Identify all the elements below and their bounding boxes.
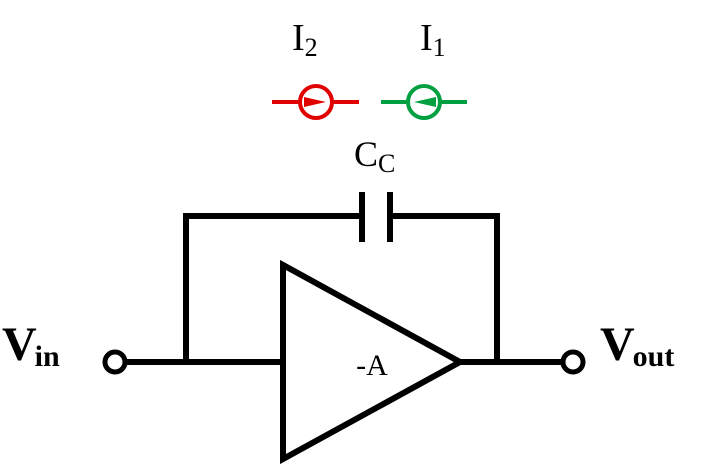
vout-label-sub: out: [633, 340, 675, 373]
feedback-wire-left: [183, 213, 362, 363]
arrow-right-icon: [304, 97, 326, 107]
capacitor-cc: [359, 192, 393, 242]
amplifier-triangle: [280, 259, 467, 464]
capacitor-label-main: C: [354, 134, 378, 174]
feedback-wires: [183, 213, 500, 363]
i2-label: I2: [292, 17, 318, 62]
current-source-i2: [272, 84, 359, 120]
vout-label-main: V: [600, 318, 635, 371]
feedback-wire-right: [387, 213, 500, 363]
input-terminal: [102, 349, 128, 375]
amplifier-label: -A: [356, 349, 388, 382]
i2-label-sub: 2: [305, 33, 318, 62]
i1-label-main: I: [420, 17, 433, 59]
arrow-left-icon: [414, 97, 436, 107]
i2-label-main: I: [292, 17, 305, 59]
capacitor-label-sub: C: [378, 149, 395, 178]
capacitor-label: CC: [354, 134, 395, 178]
vout-label: Vout: [600, 318, 674, 373]
i1-label: I1: [420, 17, 446, 62]
output-terminal: [560, 349, 586, 375]
vin-label: Vin: [2, 318, 60, 373]
i1-label-sub: 1: [433, 33, 446, 62]
vin-label-main: V: [2, 318, 37, 371]
vin-label-sub: in: [35, 340, 60, 373]
current-source-i1: [381, 84, 467, 120]
